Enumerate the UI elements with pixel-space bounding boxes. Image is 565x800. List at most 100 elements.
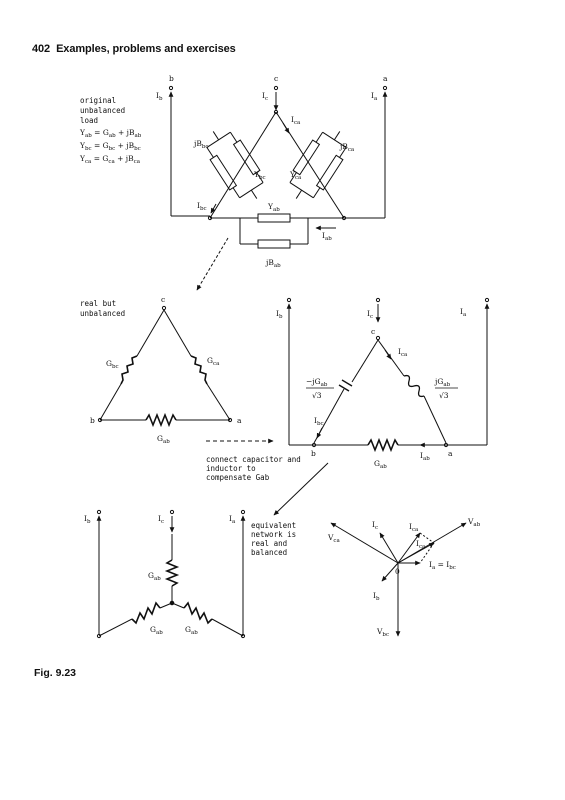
- terminal-c-dot: [273, 85, 279, 91]
- terminal-c-label: c: [274, 74, 278, 83]
- iab-label: Iab: [420, 451, 430, 462]
- line-current-c-label: Ic: [262, 91, 268, 102]
- node-c-dot: [161, 305, 167, 311]
- ica-label: Ica: [291, 115, 301, 126]
- resistor-gab: [367, 437, 399, 453]
- resistor-gca: [190, 355, 208, 385]
- gab-label: Gab: [374, 459, 387, 470]
- ica-phasor: [397, 542, 435, 564]
- ic-label: Ic: [372, 520, 378, 531]
- top-unbalanced-delta: b c a Ib Ic Ia: [79, 74, 388, 269]
- note-line-1: connect capacitor and: [206, 455, 301, 464]
- capacitor-plate-2: [338, 384, 350, 392]
- ica-label: Ica: [398, 347, 408, 358]
- line-current-a-label: Ia: [371, 91, 378, 102]
- mid-left-real-delta: real but unbalanced c b a Gbc Gca Gab: [80, 295, 242, 445]
- ib-phasor: [381, 562, 399, 582]
- ca-susceptance-box: [292, 139, 321, 176]
- capacitor-denominator: √3: [312, 391, 322, 400]
- equation-ybc: Ybc = Gbc + jBbc: [79, 141, 141, 152]
- transform-arrow-3: [273, 462, 329, 516]
- inductor-denominator: √3: [439, 391, 449, 400]
- line-current-a-label: Ia: [460, 307, 467, 318]
- ca-conductance-box: [315, 154, 344, 191]
- jbbc-label: jBbc: [193, 139, 208, 150]
- note-line-1: equivalent: [251, 521, 296, 530]
- node-a-dot: [240, 633, 246, 639]
- ca-parallel-admittance: [289, 131, 347, 199]
- ica-arrow: [282, 122, 290, 134]
- edge-ca-bottom: [206, 383, 231, 421]
- capacitor-label: −jGab: [306, 377, 328, 388]
- ab-conductance-box: [257, 213, 291, 223]
- gbc-label: Gbc: [106, 359, 119, 370]
- jbca-label: jBca: [339, 142, 355, 153]
- figure-caption: Fig. 9.23: [34, 667, 77, 679]
- line-current-b-label: Ib: [84, 514, 91, 525]
- note-line-4: balanced: [251, 548, 287, 557]
- ybc-label: Ybc: [253, 170, 266, 181]
- resistor-leg-a: [183, 601, 213, 625]
- node-c-dot: [375, 335, 381, 341]
- node-c-label: c: [161, 295, 165, 304]
- gab-label-left: Gab: [150, 625, 163, 636]
- line-current-a-label: Ia: [229, 514, 236, 525]
- transform-arrow-1: [196, 237, 229, 291]
- terminal-a-dot: [382, 85, 388, 91]
- gab-label-right: Gab: [185, 625, 198, 636]
- inductor-label: jGab: [434, 377, 451, 388]
- leg-b-bottom: [98, 618, 133, 637]
- yca-label: Yca: [289, 170, 302, 181]
- phasor-diagram: Vab Vca Vbc Ic Ica Ica Ia = Ibc Ib 0: [327, 517, 481, 638]
- legend-real-2: unbalanced: [80, 309, 125, 318]
- iab-label: Iab: [322, 231, 332, 242]
- terminal-a-label: a: [383, 74, 388, 83]
- vca-phasor: [330, 522, 399, 564]
- gab-label: Gab: [157, 434, 170, 445]
- node-b-dot: [96, 633, 102, 639]
- edge-bc-top: [351, 339, 379, 383]
- equation-yab: Yab = Gab + jBab: [79, 128, 142, 139]
- edge-bc: [209, 111, 277, 219]
- line-current-b-label: Ib: [156, 91, 163, 102]
- vca-label: Vca: [327, 533, 341, 544]
- line-current-c-label: Ic: [158, 514, 164, 525]
- note-line-2: network is: [251, 530, 296, 539]
- node-a-label: a: [237, 416, 242, 425]
- ic-phasor: [379, 532, 399, 564]
- line-current-c-label: Ic: [367, 309, 373, 320]
- mid-right-compensated-delta: Ib Ic Ia c b a Ica Ibc: [206, 297, 490, 482]
- dashed-construction-1: [419, 542, 435, 564]
- terminal-b-dot: [96, 509, 102, 515]
- note-line-3: real and: [251, 539, 287, 548]
- gca-label: Gca: [207, 356, 220, 367]
- node-b-label: b: [311, 449, 316, 458]
- node-a-dot: [341, 215, 347, 221]
- resistor-leg-b: [131, 601, 161, 625]
- edge-ca-top: [163, 309, 192, 357]
- page-heading: Examples, problems and exercises: [56, 43, 236, 55]
- ica-label-upper: Ica: [409, 522, 419, 533]
- ab-susceptance-box: [257, 239, 291, 249]
- capacitor-plate-1: [341, 379, 353, 387]
- bc-parallel-admittance: [206, 131, 264, 199]
- page-number: 402: [32, 43, 51, 55]
- legend-line-1: original: [80, 96, 116, 105]
- ibc-arrow: [210, 203, 217, 214]
- node-b-label: b: [90, 416, 95, 425]
- origin-label: 0: [395, 567, 400, 576]
- terminal-c-dot: [169, 509, 175, 515]
- node-a-label: a: [448, 449, 453, 458]
- resistor-gbc: [120, 355, 138, 385]
- vab-label: Vab: [467, 517, 481, 528]
- ibc-label: Ibc: [197, 201, 207, 212]
- vbc-label: Vbc: [376, 627, 389, 638]
- bc-susceptance-box: [232, 139, 261, 176]
- jbab-label: jBab: [265, 258, 281, 269]
- terminal-a-dot: [484, 297, 490, 303]
- terminal-b-dot: [168, 85, 174, 91]
- edge-bc-top: [136, 309, 165, 357]
- terminal-c-dot: [375, 297, 381, 303]
